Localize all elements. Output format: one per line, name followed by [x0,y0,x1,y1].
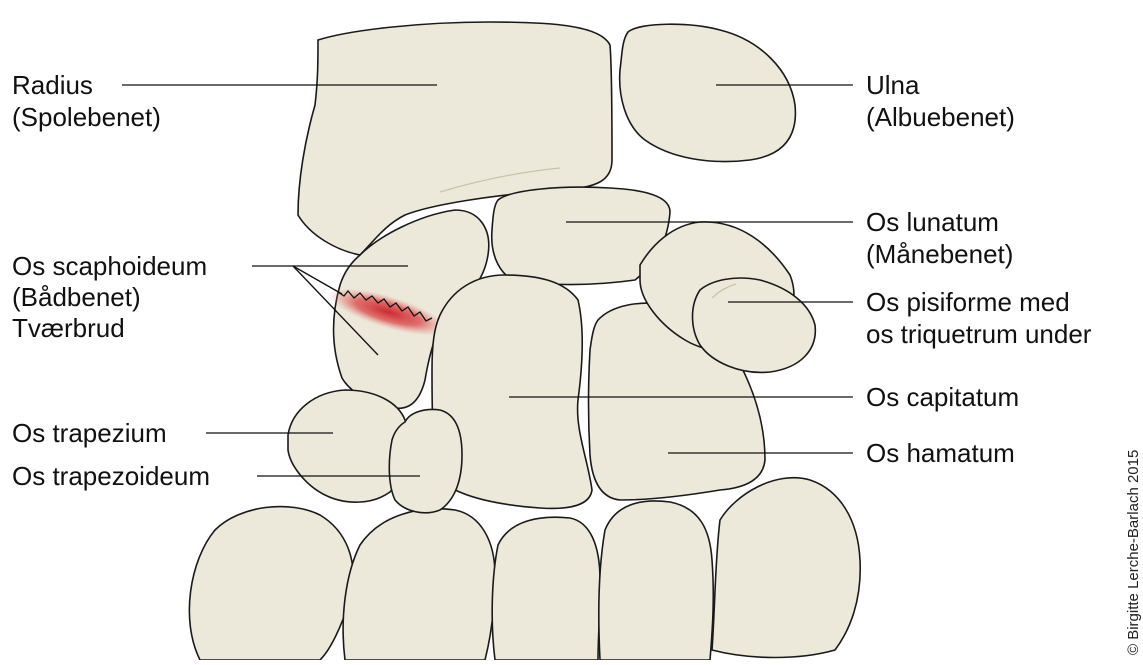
triquetrum-label: os triquetrum under [866,319,1092,349]
fracture-leader-2 [293,266,342,294]
pisiforme-label: Os pisiforme med [866,287,1070,317]
radius-label-danish: (Spolebenet) [12,102,161,132]
metacarpal-3-bone [492,517,600,660]
hamatum-label: Os hamatum [866,438,1015,468]
trapezium-label: Os trapezium [12,418,167,448]
scaphoid-label-danish: (Bådbenet) [12,282,141,312]
metacarpal-1-bone [189,507,353,660]
ulna-bone [620,24,796,161]
ulna-label: Ulna [866,70,920,100]
copyright-credit: © Birgitte Lerche-Barlach 2015 [1125,450,1142,655]
trapezoideum-label: Os trapezoideum [12,461,210,491]
metacarpal-2-bone [343,509,495,660]
radius-label: Radius [12,70,93,100]
lunatum-label-danish: (Månebenet) [866,239,1013,269]
ulna-label-danish: (Albuebenet) [866,102,1015,132]
trapezoideum-bone [389,410,462,513]
trapezium-bone [288,390,408,502]
lunatum-label: Os lunatum [866,207,999,237]
metacarpal-5-bone [712,478,860,658]
metacarpal-4-bone [599,501,713,660]
fracture-label: Tværbrud [12,313,125,343]
capitatum-label: Os capitatum [866,382,1019,412]
scaphoid-label: Os scaphoideum [12,251,207,281]
